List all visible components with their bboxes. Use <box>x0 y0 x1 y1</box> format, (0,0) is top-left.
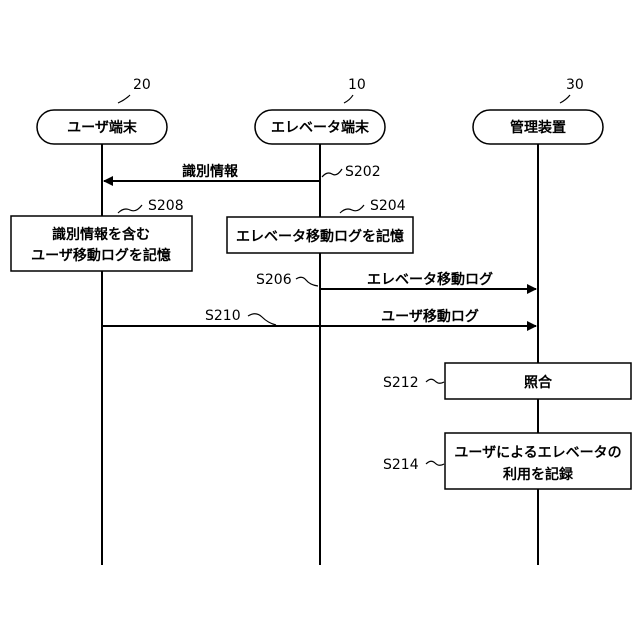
step-leader-s202 <box>322 169 342 177</box>
ref-leader-elevator-terminal <box>344 95 353 103</box>
step-leader-s214 <box>426 461 444 465</box>
step-label-s208: S208 <box>148 198 184 214</box>
process-text-s208-line1: 識別情報を含む <box>52 226 150 243</box>
entity-label-user-terminal: ユーザ端末 <box>67 119 138 136</box>
message-label-s206: エレベータ移動ログ <box>367 271 493 288</box>
ref-number-user-terminal: 20 <box>133 77 151 93</box>
step-leader-s210 <box>248 314 276 325</box>
step-leader-s212 <box>426 379 444 383</box>
process-text-s214-line1: ユーザによるエレベータの <box>454 445 621 461</box>
step-label-s206: S206 <box>256 272 292 288</box>
process-text-s214-line2: 利用を記録 <box>503 466 574 483</box>
step-leader-s204 <box>340 205 364 213</box>
ref-leader-user-terminal <box>118 95 130 103</box>
process-text-s204: エレベータ移動ログを記憶 <box>236 228 404 245</box>
process-text-s212: 照合 <box>524 374 553 391</box>
message-label-s202: 識別情報 <box>182 163 239 180</box>
ref-number-management-device: 30 <box>566 77 584 93</box>
step-leader-s208 <box>118 205 142 213</box>
message-label-s210: ユーザ移動ログ <box>381 308 479 325</box>
step-label-s202: S202 <box>345 164 381 180</box>
process-text-s208-line2: ユーザ移動ログを記憶 <box>31 247 171 264</box>
step-label-s210: S210 <box>205 308 241 324</box>
entity-label-management-device: 管理装置 <box>510 119 566 136</box>
ref-number-elevator-terminal: 10 <box>348 77 366 93</box>
ref-leader-management-device <box>560 95 570 103</box>
step-leader-s206 <box>296 277 318 286</box>
step-label-s204: S204 <box>370 198 406 214</box>
entity-label-elevator-terminal: エレベータ端末 <box>271 119 370 136</box>
step-label-s214: S214 <box>383 457 419 473</box>
step-label-s212: S212 <box>383 375 419 391</box>
